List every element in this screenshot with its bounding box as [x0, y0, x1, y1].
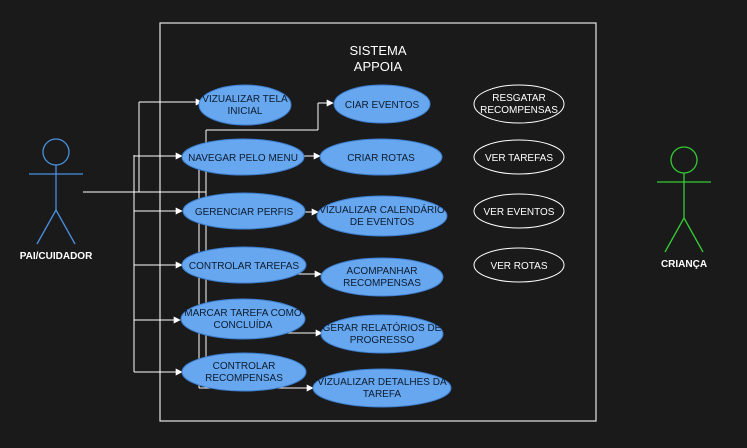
svg-text:DE EVENTOS: DE EVENTOS — [350, 217, 415, 228]
usecase-ver-tarefas[interactable]: VER TAREFAS — [473, 139, 565, 175]
usecase-criar-rotas[interactable]: CRIAR ROTAS — [319, 138, 443, 176]
svg-text:CONTROLAR: CONTROLAR — [213, 361, 276, 372]
svg-text:RECOMPENSAS: RECOMPENSAS — [480, 105, 558, 116]
usecase-gerar-relatorios[interactable]: GERAR RELATÓRIOS DE PROGRESSO — [320, 314, 444, 354]
svg-text:VIZUALIZAR TELA: VIZUALIZAR TELA — [202, 94, 288, 105]
svg-text:PROGRESSO: PROGRESSO — [350, 335, 415, 346]
usecase-vizualizar-detalhes[interactable]: VIZUALIZAR DETALHES DA TAREFA — [312, 368, 452, 408]
svg-text:VIZUALIZAR CALENDÁRIO: VIZUALIZAR CALENDÁRIO — [319, 203, 445, 216]
system-boundary — [159, 22, 597, 422]
usecase-controlar-recompensas[interactable]: CONTROLAR RECOMPENSAS — [181, 352, 307, 392]
svg-text:ACOMPANHAR: ACOMPANHAR — [347, 266, 418, 277]
usecase-marcar-tarefa[interactable]: MARCAR TAREFA COMO CONCLUÍDA — [180, 298, 306, 340]
svg-text:VIZUALIZAR DETALHES DA: VIZUALIZAR DETALHES DA — [317, 377, 447, 388]
svg-text:CONTROLAR TAREFAS: CONTROLAR TAREFAS — [189, 261, 300, 272]
usecase-vizualizar-tela[interactable]: VIZUALIZAR TELA INICIAL — [198, 84, 292, 126]
child-actor-label: CRIANÇA — [661, 259, 707, 270]
svg-text:VER ROTAS: VER ROTAS — [490, 261, 547, 272]
usecase-ver-rotas[interactable]: VER ROTAS — [473, 247, 565, 283]
svg-text:GERENCIAR PERFIS: GERENCIAR PERFIS — [195, 207, 294, 218]
system-title-line1: SISTEMA — [349, 43, 406, 58]
svg-text:RECOMPENSAS: RECOMPENSAS — [343, 278, 421, 289]
svg-text:RESGATAR: RESGATAR — [492, 93, 546, 104]
usecase-vizualizar-calendario[interactable]: VIZUALIZAR CALENDÁRIO DE EVENTOS — [316, 195, 448, 237]
child-actor-head-icon — [670, 146, 698, 174]
usecase-acompanhar-recompensas[interactable]: ACOMPANHAR RECOMPENSAS — [320, 257, 444, 297]
svg-text:MARCAR TAREFA COMO: MARCAR TAREFA COMO — [184, 308, 302, 319]
child-actor — [657, 146, 711, 253]
svg-text:CRIAR ROTAS: CRIAR ROTAS — [347, 153, 415, 164]
usecase-resgatar-recompensas[interactable]: RESGATAR RECOMPENSAS — [473, 84, 565, 124]
svg-text:VER TAREFAS: VER TAREFAS — [485, 153, 553, 164]
usecase-ver-eventos[interactable]: VER EVENTOS — [473, 193, 565, 229]
svg-text:CONCLUÍDA: CONCLUÍDA — [214, 318, 273, 331]
svg-text:CIAR EVENTOS: CIAR EVENTOS — [345, 100, 420, 111]
svg-text:GERAR RELATÓRIOS DE: GERAR RELATÓRIOS DE — [323, 321, 442, 334]
usecase-controlar-tarefas[interactable]: CONTROLAR TAREFAS — [181, 246, 307, 284]
svg-text:NAVEGAR PELO MENU: NAVEGAR PELO MENU — [188, 153, 298, 164]
system-title-line2: APPOIA — [354, 59, 403, 74]
parent-actor-head-icon — [42, 138, 70, 166]
svg-text:VER EVENTOS: VER EVENTOS — [484, 207, 555, 218]
parent-actor-label: PAI/CUIDADOR — [20, 251, 93, 262]
svg-text:RECOMPENSAS: RECOMPENSAS — [205, 373, 283, 384]
usecase-gerenciar-perfis[interactable]: GERENCIAR PERFIS — [182, 192, 306, 230]
parent-actor — [29, 138, 83, 245]
usecase-navegar-menu[interactable]: NAVEGAR PELO MENU — [181, 138, 305, 176]
svg-text:TAREFA: TAREFA — [363, 389, 401, 400]
svg-text:INICIAL: INICIAL — [227, 106, 262, 117]
usecase-ciar-eventos[interactable]: CIAR EVENTOS — [333, 84, 431, 124]
